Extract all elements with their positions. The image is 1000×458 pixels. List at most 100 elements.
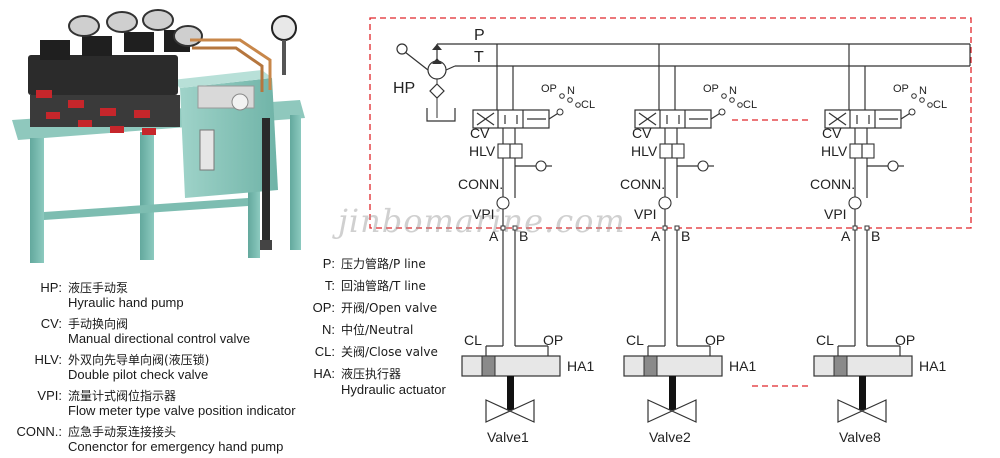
valve-label: Valve8 (839, 429, 881, 445)
vpi-label: VPI (634, 206, 657, 222)
valve-handles (36, 90, 156, 135)
op-position-dot (559, 93, 565, 99)
op-port-label: OP (543, 332, 563, 348)
cv-handle-knob (556, 108, 564, 116)
conn-label: CONN. (810, 176, 855, 192)
n-label: N (567, 85, 575, 97)
op-position-dot (721, 93, 727, 99)
legend-text: 液压执行器 (341, 367, 402, 381)
n-label: N (919, 85, 927, 97)
cl-position-dot (737, 102, 743, 108)
table-leg (140, 132, 154, 260)
legend-code: T: (324, 278, 335, 293)
cv-cross (476, 112, 495, 126)
ha-label: HA1 (729, 358, 756, 374)
port-a-label: A (489, 228, 499, 244)
op-label: OP (703, 83, 719, 95)
panel-boundary (369, 17, 972, 229)
op-port-label: OP (895, 332, 915, 348)
hydraulic-actuator (813, 355, 913, 377)
actuator-piston (643, 355, 658, 377)
port-b-marker (674, 225, 680, 231)
n-position-dot (919, 97, 925, 103)
legend-zh: 流量计式阀位指示器 (68, 389, 177, 403)
actuator-stem (669, 376, 676, 410)
pressure-gauges (68, 9, 297, 75)
legend-zh: 应急手动泵连接接头 (68, 425, 177, 439)
legend-code: HP: (40, 280, 62, 295)
port-b-label: B (871, 228, 880, 244)
hydraulic-actuator (461, 355, 561, 377)
hand-pump-lever (262, 118, 270, 248)
hydraulic-actuator (623, 355, 723, 377)
ha-label: HA1 (567, 358, 594, 374)
actuator-stem (859, 376, 866, 410)
valve-body-left (647, 399, 674, 423)
legend-text: 中位/Neutral (341, 323, 414, 337)
valve-label: Valve1 (487, 429, 529, 445)
cl-port-label: CL (816, 332, 834, 348)
cl-port-label: CL (464, 332, 482, 348)
cv-label: CV (822, 125, 842, 141)
cl-port-label: CL (626, 332, 644, 348)
conn-check-valve (535, 160, 547, 172)
valve-body-right (860, 399, 887, 423)
conn-label: CONN. (458, 176, 503, 192)
valve-body-right (670, 399, 697, 423)
hlv-label: HLV (821, 143, 848, 159)
port-a-marker (852, 225, 858, 231)
valve-body-left (485, 399, 512, 423)
cv-cross (638, 112, 657, 126)
legend-text: 压力管路/P line (341, 257, 426, 271)
legend-zh: 手动换向阀 (68, 317, 129, 331)
legend-code: HLV: (34, 352, 62, 367)
conn-check-valve (697, 160, 709, 172)
port-b-label: B (519, 228, 528, 244)
cl-label: CL (933, 99, 947, 111)
legend-en: Conenctor for emergency hand pump (68, 439, 284, 454)
hydraulic-panel-photo (12, 9, 305, 263)
legend-code: CV: (40, 316, 62, 331)
vpi-label: VPI (472, 206, 495, 222)
port-a-marker (662, 225, 668, 231)
level-gauge (199, 129, 215, 171)
legend-en: Hydraulic actuator (341, 382, 446, 397)
ha-label: HA1 (919, 358, 946, 374)
vpi-label: VPI (824, 206, 847, 222)
conn-check-valve (887, 160, 899, 172)
cv-handle-knob (908, 108, 916, 116)
legend-code: N: (322, 322, 335, 337)
legend-en: Double pilot check valve (68, 367, 209, 382)
legend-text: 关阀/Close valve (341, 345, 438, 359)
hlv-label: HLV (469, 143, 496, 159)
port-b-marker (864, 225, 870, 231)
legend-code: HA: (313, 366, 335, 381)
hand-pump (396, 43, 456, 122)
valve-body-right (508, 399, 535, 423)
legend-en: Hyraulic hand pump (68, 295, 184, 310)
cv-cross (828, 112, 847, 126)
valve-label: Valve2 (649, 429, 691, 445)
op-label: OP (893, 83, 909, 95)
p-line-label: P (474, 27, 485, 44)
legend-en: Flow meter type valve position indicator (68, 403, 296, 418)
legend-code: P: (322, 256, 335, 271)
cl-position-dot (575, 102, 581, 108)
cl-label: CL (581, 99, 595, 111)
legend-en: Manual directional control valve (68, 331, 251, 346)
actuator-stem (507, 376, 514, 410)
t-line-label: T (474, 49, 484, 66)
legend-code: CONN.: (16, 424, 63, 439)
cv-handle-knob (718, 108, 726, 116)
op-port-label: OP (705, 332, 725, 348)
port-a-label: A (651, 228, 661, 244)
vpi-indicator (658, 196, 672, 210)
legend-code: VPI: (37, 388, 62, 403)
legend-text: 开阀/Open valve (341, 301, 438, 315)
valve-body-left (837, 399, 864, 423)
cv-label: CV (632, 125, 652, 141)
port-a-label: A (841, 228, 851, 244)
legend-code: CL: (314, 344, 335, 359)
